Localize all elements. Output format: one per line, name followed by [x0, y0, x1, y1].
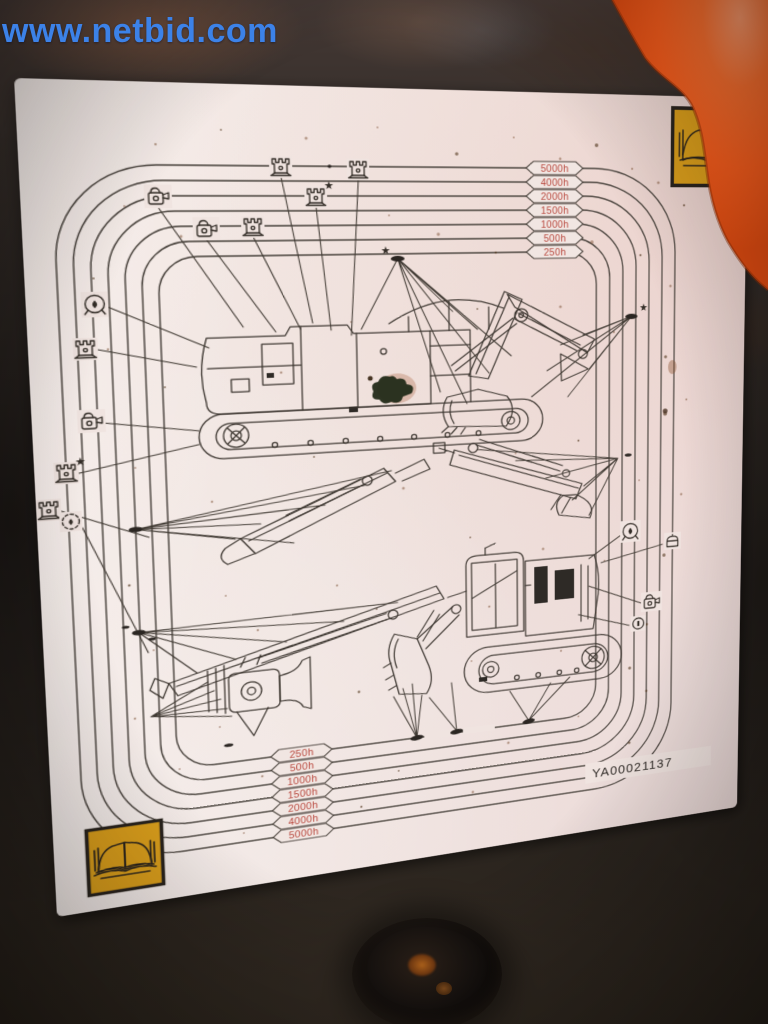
svg-text:2000h: 2000h	[541, 190, 569, 201]
lubrication-decal-card: ★ ★	[14, 78, 748, 917]
svg-text:250h: 250h	[544, 246, 566, 258]
grease-fitting-icon	[72, 338, 98, 361]
grease-fitting-icon	[269, 156, 293, 178]
boom-cylinder-diagram-left	[218, 459, 431, 565]
service-interval-label: 250h	[526, 245, 583, 259]
excavator-lower-diagram	[381, 532, 621, 704]
service-interval-labels-right: 5000h 4000h 2000h 1500h 1000h 500h	[526, 161, 583, 258]
svg-text:4000h: 4000h	[541, 176, 569, 188]
grease-fitting-icon	[347, 159, 370, 181]
svg-text:1500h: 1500h	[541, 204, 569, 215]
grease-gun-icon	[641, 591, 662, 613]
watermark-text: www.netbid.com	[2, 12, 278, 51]
star-marker: ★	[75, 455, 87, 469]
service-interval-label: 2000h	[526, 190, 583, 203]
grease-stain	[368, 373, 417, 405]
oil-reservoir-icon	[664, 532, 681, 550]
grease-fitting-icon	[36, 498, 62, 522]
svg-text:1000h: 1000h	[541, 218, 569, 229]
part-number: YA00021137	[585, 746, 711, 784]
service-interval-label: 500h	[526, 231, 583, 244]
service-interval-labels-bottom: 250h 500h 1000h 1500h 2000h 4000h	[271, 743, 334, 844]
service-interval-label: 1500h	[526, 204, 583, 217]
callout-lines	[43, 176, 666, 784]
operators-manual-icon-bottom-left	[86, 820, 163, 895]
decal-diagram-svg: ★ ★	[14, 78, 748, 917]
oil-change-icon	[59, 511, 82, 532]
long-boom-diagram	[147, 585, 445, 699]
service-interval-track-lines	[51, 164, 675, 866]
operators-manual-icon-top-right	[672, 108, 745, 186]
bolt-hole	[352, 918, 502, 1024]
oil-check-icon	[620, 520, 641, 543]
star-marker: ★	[639, 301, 648, 313]
star-marker: ★	[381, 244, 391, 257]
service-interval-label: 4000h	[526, 175, 583, 188]
grease-gun-icon	[77, 409, 106, 433]
svg-text:500h: 500h	[544, 232, 566, 243]
star-marker: ★	[324, 179, 334, 192]
grease-fitting-icon	[241, 216, 265, 238]
grease-gun-icon	[192, 217, 220, 240]
service-interval-label: 5000h	[526, 161, 583, 175]
service-interval-label: 1000h	[526, 217, 583, 230]
oil-check-icon	[80, 291, 108, 317]
svg-text:5000h: 5000h	[541, 162, 569, 174]
circled-fitting-icon	[631, 615, 646, 632]
arm-bucket-diagram-right	[433, 433, 591, 531]
dirt-speckles	[85, 121, 690, 852]
grease-gun-icon	[144, 184, 173, 208]
